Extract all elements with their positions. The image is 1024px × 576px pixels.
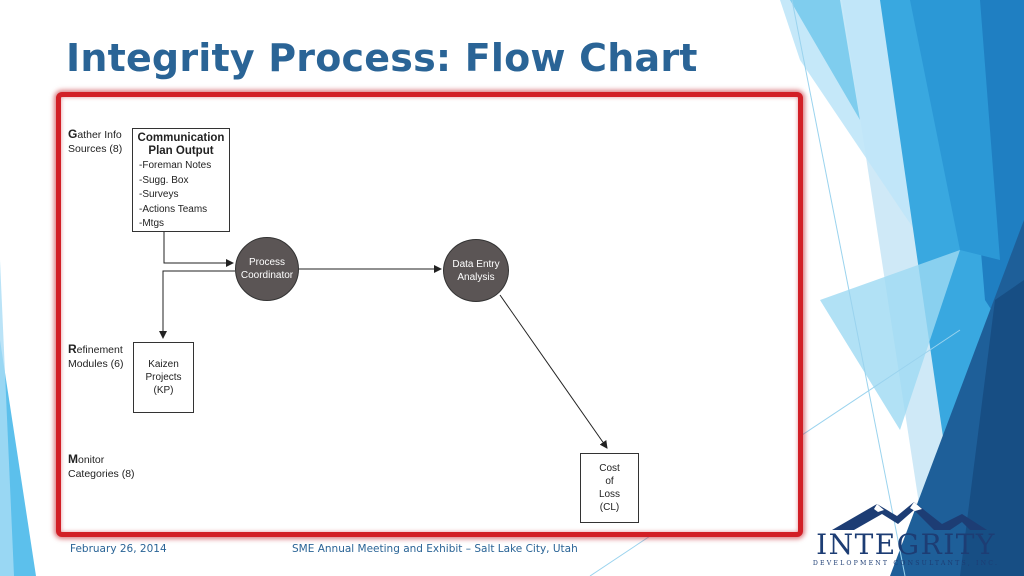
data-entry-analysis-node: Data Entry Analysis — [443, 239, 509, 302]
slide-title: Integrity Process: Flow Chart — [66, 36, 698, 80]
communication-plan-heading: Communication Plan Output — [137, 132, 225, 157]
stage-label-monitor: Monitor Categories (8) — [68, 452, 135, 480]
footer-date: February 26, 2014 — [70, 543, 167, 555]
mountain-logo-icon — [832, 502, 987, 530]
process-coordinator-node: Process Coordinator — [235, 237, 299, 301]
list-item: -Mtgs — [139, 218, 164, 229]
arrow-data-entry-to-cost — [499, 294, 608, 449]
arrow-comm-to-coordinator — [163, 232, 234, 267]
stage-label-refinement: Refinement Modules (6) — [68, 342, 124, 370]
list-item: -Actions Teams — [139, 203, 208, 215]
kaizen-projects-box: Kaizen Projects (KP) — [133, 342, 194, 413]
communication-plan-box: Communication Plan Output -Foreman Notes… — [132, 128, 230, 232]
stage-label-gather: Gather Info Sources (8) — [68, 127, 123, 155]
footer-event: SME Annual Meeting and Exhibit – Salt La… — [292, 543, 578, 555]
integrity-logo: INTEGRITY DEVELOPMENT CONSULTANTS, INC. — [802, 500, 1008, 572]
arrow-coordinator-to-kaizen — [159, 270, 235, 339]
logo-tagline: DEVELOPMENT CONSULTANTS, INC. — [812, 560, 1000, 567]
list-item: -Surveys — [139, 189, 179, 200]
logo-wordmark: INTEGRITY — [816, 528, 996, 561]
cost-of-loss-box: Cost of Loss (CL) — [580, 453, 639, 523]
list-item: -Foreman Notes — [139, 160, 212, 171]
list-item: -Sugg. Box — [139, 174, 189, 186]
